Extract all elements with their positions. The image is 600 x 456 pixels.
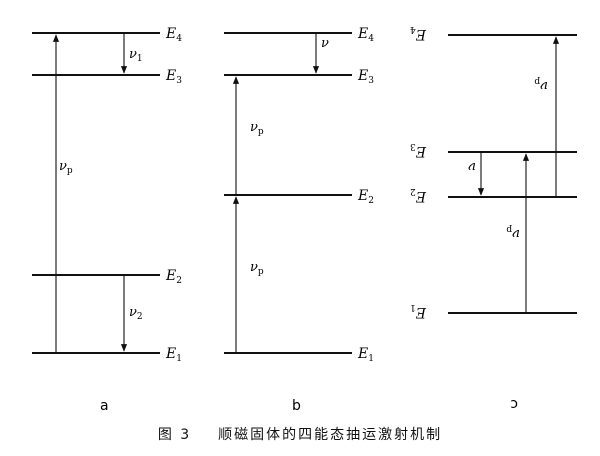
level-label-c-E4: E4 (410, 24, 427, 42)
panel-label-b: b (292, 398, 301, 414)
level-label-c-E1: E1 (410, 302, 427, 320)
level-label-c-E3: E3 (410, 141, 427, 159)
transition-label-b-nup-upper: νp (250, 120, 264, 137)
panel-label-a: a (100, 398, 109, 414)
caption-text: 顺磁固体的四能态抽运激射机制 (218, 427, 443, 443)
level-label-a-E4: E4 (165, 26, 182, 44)
panel-label-c: c (510, 396, 518, 412)
level-label-a-E3: E3 (165, 68, 182, 86)
transition-label-b-nu: ν (321, 36, 329, 51)
level-label-b-E3: E3 (357, 68, 374, 86)
level-label-a-E2: E2 (165, 268, 182, 286)
transition-label-a-nu1: ν1 (129, 47, 143, 64)
level-label-b-E1: E1 (357, 346, 374, 364)
transition-label-c-nup-upper: νp (534, 76, 548, 93)
transition-label-a-nup: νp (59, 159, 73, 176)
figure-caption: 图 3 顺磁固体的四能态抽运激射机制 (0, 424, 600, 444)
level-label-b-E4: E4 (357, 26, 374, 44)
transition-label-c-nu: ν (468, 159, 476, 174)
transition-label-a-nu2: ν2 (129, 305, 143, 322)
level-label-a-E1: E1 (165, 346, 182, 364)
transition-label-b-nup-lower: νp (250, 260, 264, 277)
figure-number: 图 3 (157, 427, 192, 443)
level-label-c-E2: E2 (410, 186, 427, 204)
level-label-b-E2: E2 (357, 188, 374, 206)
transition-label-c-nup-lower: νp (506, 224, 520, 241)
